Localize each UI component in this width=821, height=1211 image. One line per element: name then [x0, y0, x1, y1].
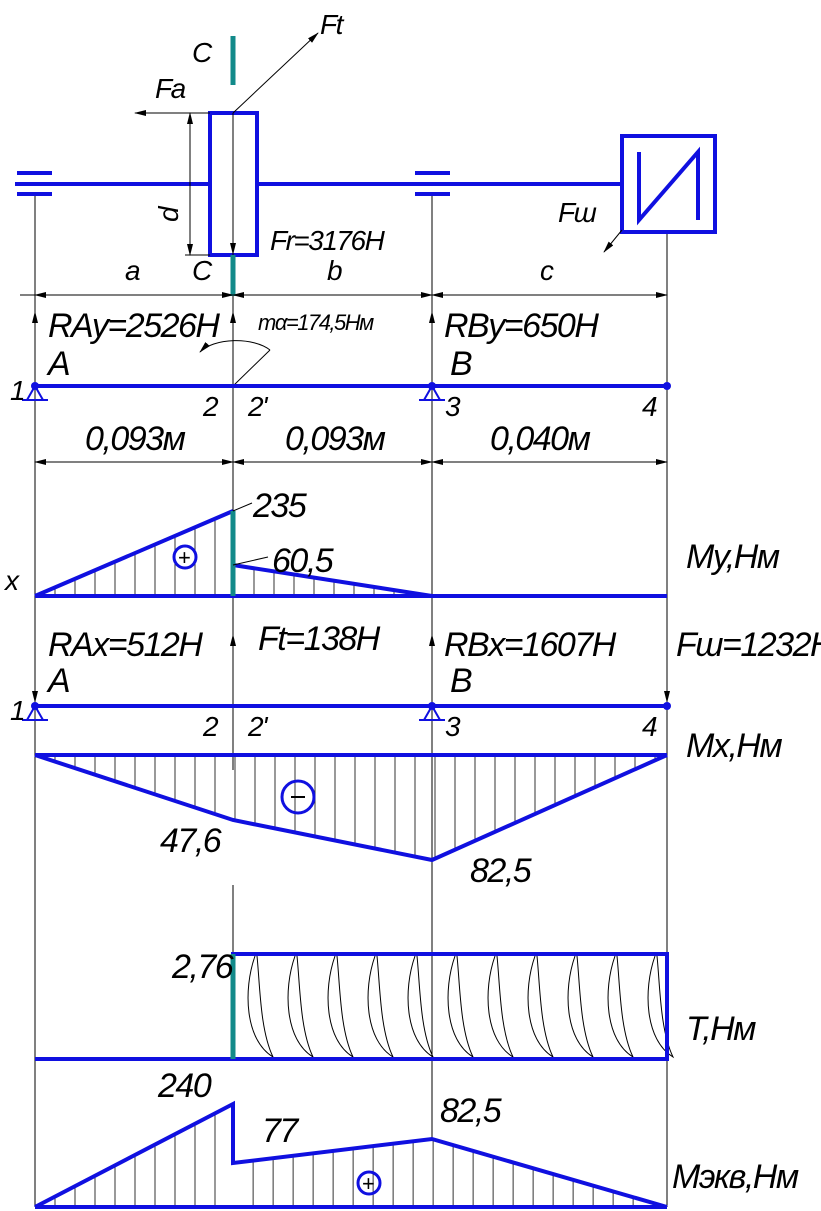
pin-support-icon [22, 385, 445, 401]
torque-hatch-loop [407, 955, 435, 1059]
point-4: 4 [642, 711, 657, 742]
bearing-B [415, 171, 450, 196]
vertical-plane-scheme: RAy=2526H mα=174,5Hм RBy=650H A B 1 2 2'… [10, 307, 671, 465]
dim-c-label: c [540, 255, 554, 286]
point-4: 4 [642, 391, 657, 422]
moment-label: mα=174,5Hм [258, 310, 374, 335]
plus-sign-icon: + [178, 545, 190, 570]
torque-hatch-loop [487, 955, 515, 1059]
fsh-arrow [603, 229, 623, 253]
t-diagram: 2,76 T,Hм [35, 948, 758, 1061]
t-value: 2,76 [171, 948, 234, 986]
d-label: d [153, 205, 184, 222]
coupling [620, 134, 717, 234]
torque-hatch-loop [287, 955, 315, 1059]
my-diagram: 235 60,5 + x My,Hм [3, 487, 781, 598]
plus-sign-icon: + [362, 1171, 374, 1196]
section-C-label-bottom: C [192, 255, 213, 286]
torque-hatch-loop [367, 955, 395, 1059]
axis-x-label: x [3, 565, 20, 596]
point-3: 3 [445, 391, 461, 422]
torque-hatch-loop [607, 955, 635, 1059]
shaft-scheme: C Ft Fa d Fr=3176H Fш a C b c [15, 9, 717, 298]
length-2: 0,093м [285, 420, 386, 458]
bearing-A [17, 171, 52, 196]
point-1: 1 [10, 375, 24, 406]
torque-hatch-loop [567, 955, 595, 1059]
fa-label: Fa [155, 73, 186, 104]
rax-label: RAx=512H [48, 626, 203, 664]
ft-value-label: Ft=138H [258, 620, 381, 658]
point-2: 2 [202, 711, 219, 742]
meq-title: Mэкв,Hм [672, 1158, 799, 1196]
mx-title: Mx,Hм [686, 727, 782, 765]
torque-hatch-loop [647, 955, 675, 1059]
fr-label: Fr=3176H [270, 225, 386, 256]
support-B-label: B [450, 345, 472, 383]
my-value-60-5: 60,5 [272, 542, 334, 580]
dim-a-label: a [125, 255, 140, 286]
point-2-prime: 2' [247, 711, 269, 742]
meq-value-82-5: 82,5 [440, 1092, 502, 1130]
meq-diagram: 240 77 82,5 + Mэкв,Hм [34, 1067, 800, 1209]
length-1: 0,093м [85, 420, 186, 458]
horizontal-plane-scheme: RAx=512H Ft=138H RBx=1607H Fш=1232H A B … [10, 620, 821, 742]
t-title: T,Hм [686, 1010, 756, 1048]
ft-label: Ft [320, 9, 345, 40]
ray-label: RAy=2526H [48, 307, 220, 345]
my-title: My,Hм [686, 538, 780, 576]
torque-hatch-loop [327, 955, 355, 1059]
ft-arrow [232, 32, 319, 114]
torque-hatch-loop [447, 955, 475, 1059]
dim-b-label: b [327, 255, 342, 286]
pin-support-icon [22, 705, 445, 721]
moment-arc-icon [199, 340, 271, 353]
my-value-235: 235 [252, 487, 307, 525]
meq-value-77: 77 [262, 1112, 299, 1150]
point-2: 2 [202, 391, 219, 422]
fsh-label: Fш [558, 197, 597, 228]
torque-hatch-loop [247, 955, 275, 1059]
mx-value-47-6: 47,6 [160, 822, 222, 860]
point-3: 3 [445, 711, 461, 742]
point-1: 1 [10, 695, 24, 726]
rby-label: RBy=650H [444, 307, 599, 345]
rbx-label: RBx=1607H [444, 626, 617, 664]
meq-value-240: 240 [157, 1067, 212, 1105]
mx-diagram: 47,6 82,5 Mx,Hм [34, 727, 784, 890]
length-3: 0,040м [490, 420, 591, 458]
section-C-label-top: C [192, 37, 213, 68]
mx-value-82-5: 82,5 [470, 852, 532, 890]
support-A-label-2: A [46, 662, 69, 700]
fsh-value-label: Fш=1232H [676, 626, 821, 664]
point-2-prime: 2' [247, 391, 269, 422]
support-A-label: A [46, 345, 69, 383]
support-B-label-2: B [450, 662, 472, 700]
torque-hatch-loop [527, 955, 555, 1059]
